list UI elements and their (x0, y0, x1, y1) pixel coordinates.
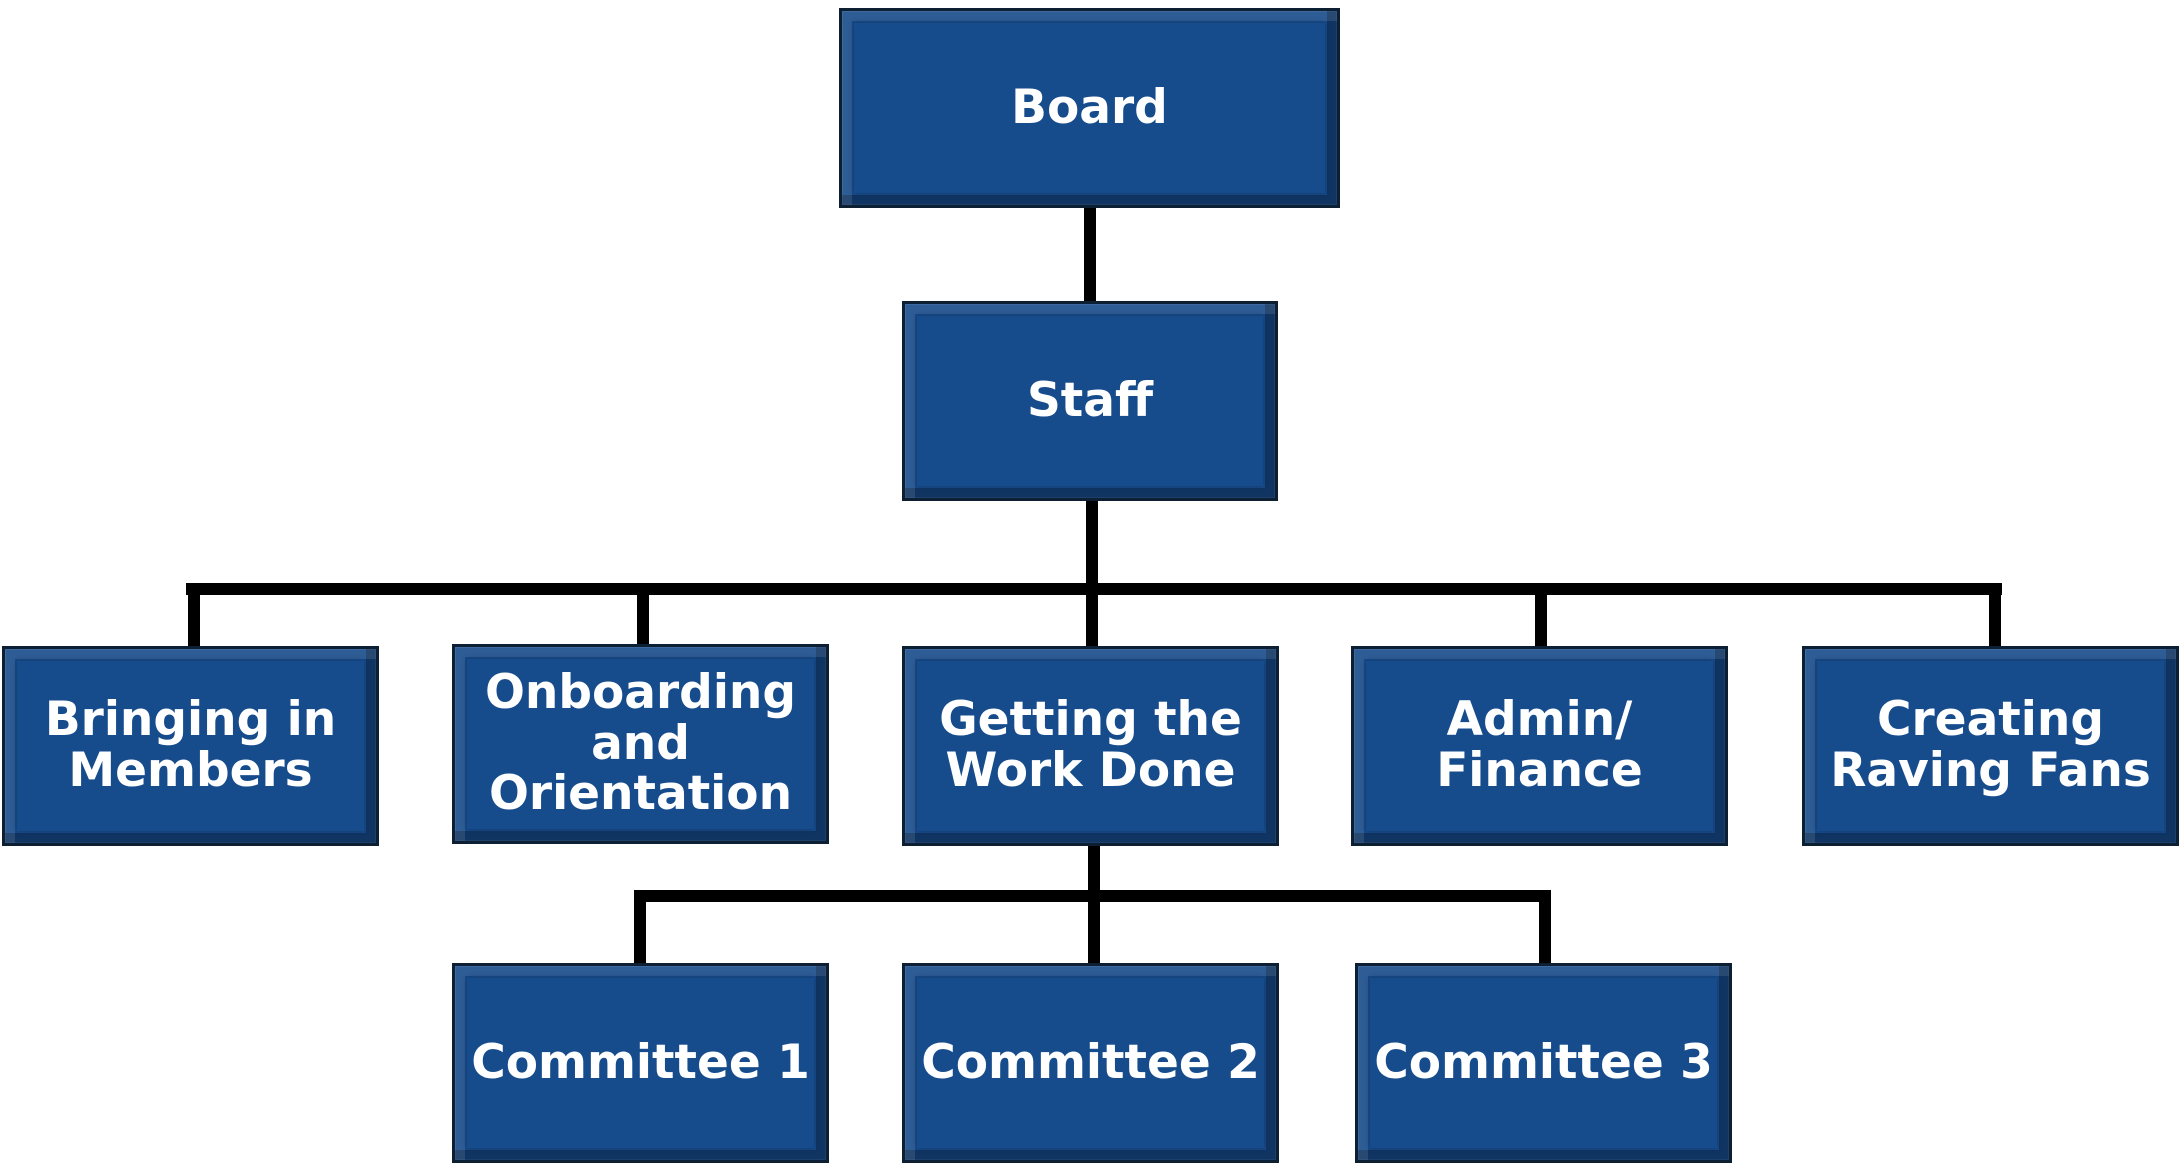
connector-drop-committee-2 (1088, 890, 1100, 966)
node-committee-2-label: Committee 2 (921, 1034, 1260, 1090)
node-admin-finance: Admin/ Finance (1351, 646, 1728, 846)
connector-board-staff (1084, 205, 1096, 301)
node-getting-work-done: Getting the Work Done (902, 646, 1279, 846)
connector-drop-committee-3 (1539, 890, 1551, 966)
node-board: Board (839, 8, 1340, 208)
node-committee-2: Committee 2 (902, 963, 1279, 1163)
node-admin-finance-label: Admin/ Finance (1436, 692, 1643, 798)
connector-drop-onboarding (637, 583, 649, 648)
connector-drop-members (188, 583, 200, 648)
connector-drop-committee-1 (634, 890, 646, 966)
node-board-label: Board (1011, 79, 1168, 135)
node-onboarding-orientation-label: Onboarding and Orientation (484, 664, 797, 822)
connector-drop-fans (1989, 583, 2001, 648)
node-creating-raving-fans-label: Creating Raving Fans (1830, 692, 2151, 798)
node-creating-raving-fans: Creating Raving Fans (1802, 646, 2179, 846)
node-onboarding-orientation: Onboarding and Orientation (452, 644, 829, 844)
node-staff: Staff (902, 301, 1278, 501)
connector-staff-trunk (1086, 497, 1098, 590)
node-committee-1-label: Committee 1 (471, 1034, 810, 1090)
node-committee-3-label: Committee 3 (1374, 1034, 1713, 1090)
node-committee-1: Committee 1 (452, 963, 829, 1163)
connector-work-trunk (1088, 841, 1100, 897)
node-staff-label: Staff (1026, 372, 1154, 428)
node-getting-work-done-label: Getting the Work Done (939, 692, 1242, 798)
node-bringing-in-members-label: Bringing in Members (44, 692, 337, 798)
connector-drop-work (1086, 583, 1098, 648)
node-committee-3: Committee 3 (1355, 963, 1732, 1163)
connector-drop-admin (1535, 583, 1547, 648)
node-bringing-in-members: Bringing in Members (2, 646, 379, 846)
